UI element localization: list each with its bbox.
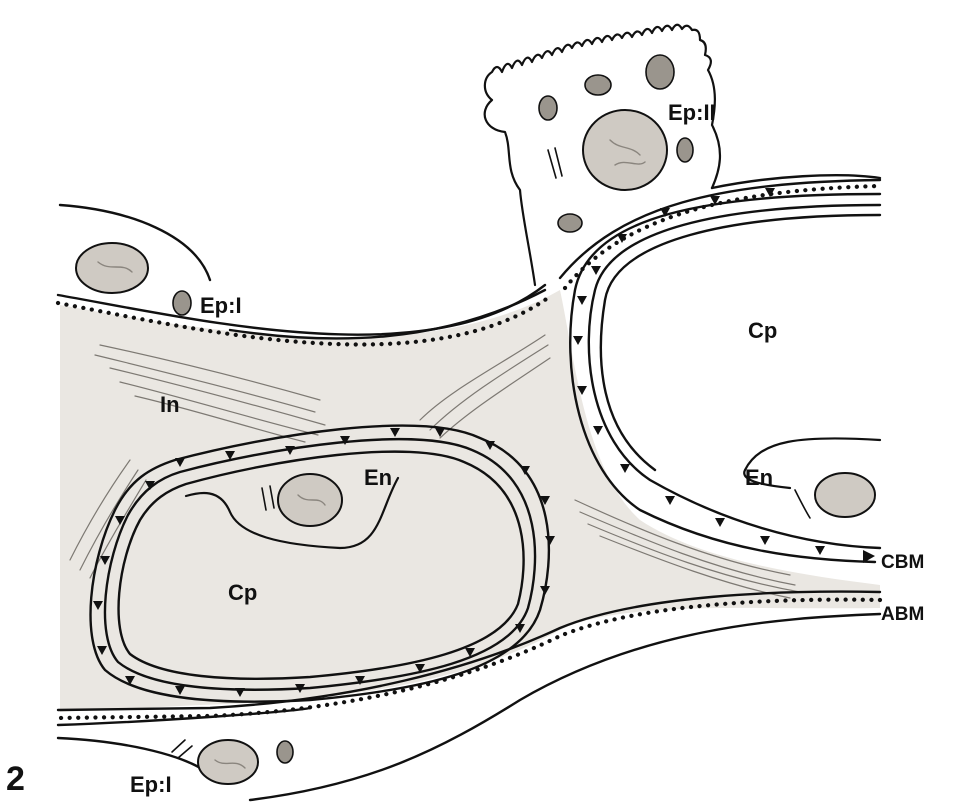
mitochondrion [558, 214, 582, 232]
label-ep-ii: Ep:II [668, 100, 716, 125]
lamellar-body [646, 55, 674, 89]
figure-number: 2 [6, 760, 25, 798]
label-en-left: En [364, 465, 392, 490]
label-en-right: En [745, 465, 773, 490]
membrane-arrowhead [620, 464, 630, 473]
mitochondrion [277, 741, 293, 763]
mitochondrion [173, 291, 191, 315]
lamellar-body [677, 138, 693, 162]
membrane-arrowhead [577, 296, 587, 305]
membrane-arrowhead [573, 336, 583, 345]
lamellar-body [539, 96, 557, 120]
label-ep-i-upper: Ep:I [200, 293, 242, 318]
membrane-arrowhead [591, 266, 601, 275]
membrane-arrowhead [760, 536, 770, 545]
ep-i-nucleus-upper [76, 243, 148, 293]
membrane-arrowhead [665, 496, 675, 505]
membrane-arrowhead [593, 426, 603, 435]
lamellar-body [585, 75, 611, 95]
ep-i-nucleus-lower [198, 740, 258, 784]
membrane-arrowhead [815, 546, 825, 555]
label-cp-left: Cp [228, 580, 257, 605]
label-abm: ABM [881, 604, 924, 625]
ep-ii-nucleus [583, 110, 667, 190]
en-nucleus-right [815, 473, 875, 517]
label-in: In [160, 392, 180, 417]
membrane-arrowhead [765, 188, 775, 197]
label-cbm: CBM [881, 552, 924, 573]
label-ep-i-lower: Ep:I [130, 772, 172, 797]
label-cp-right: Cp [748, 318, 777, 343]
membrane-arrowhead [715, 518, 725, 527]
